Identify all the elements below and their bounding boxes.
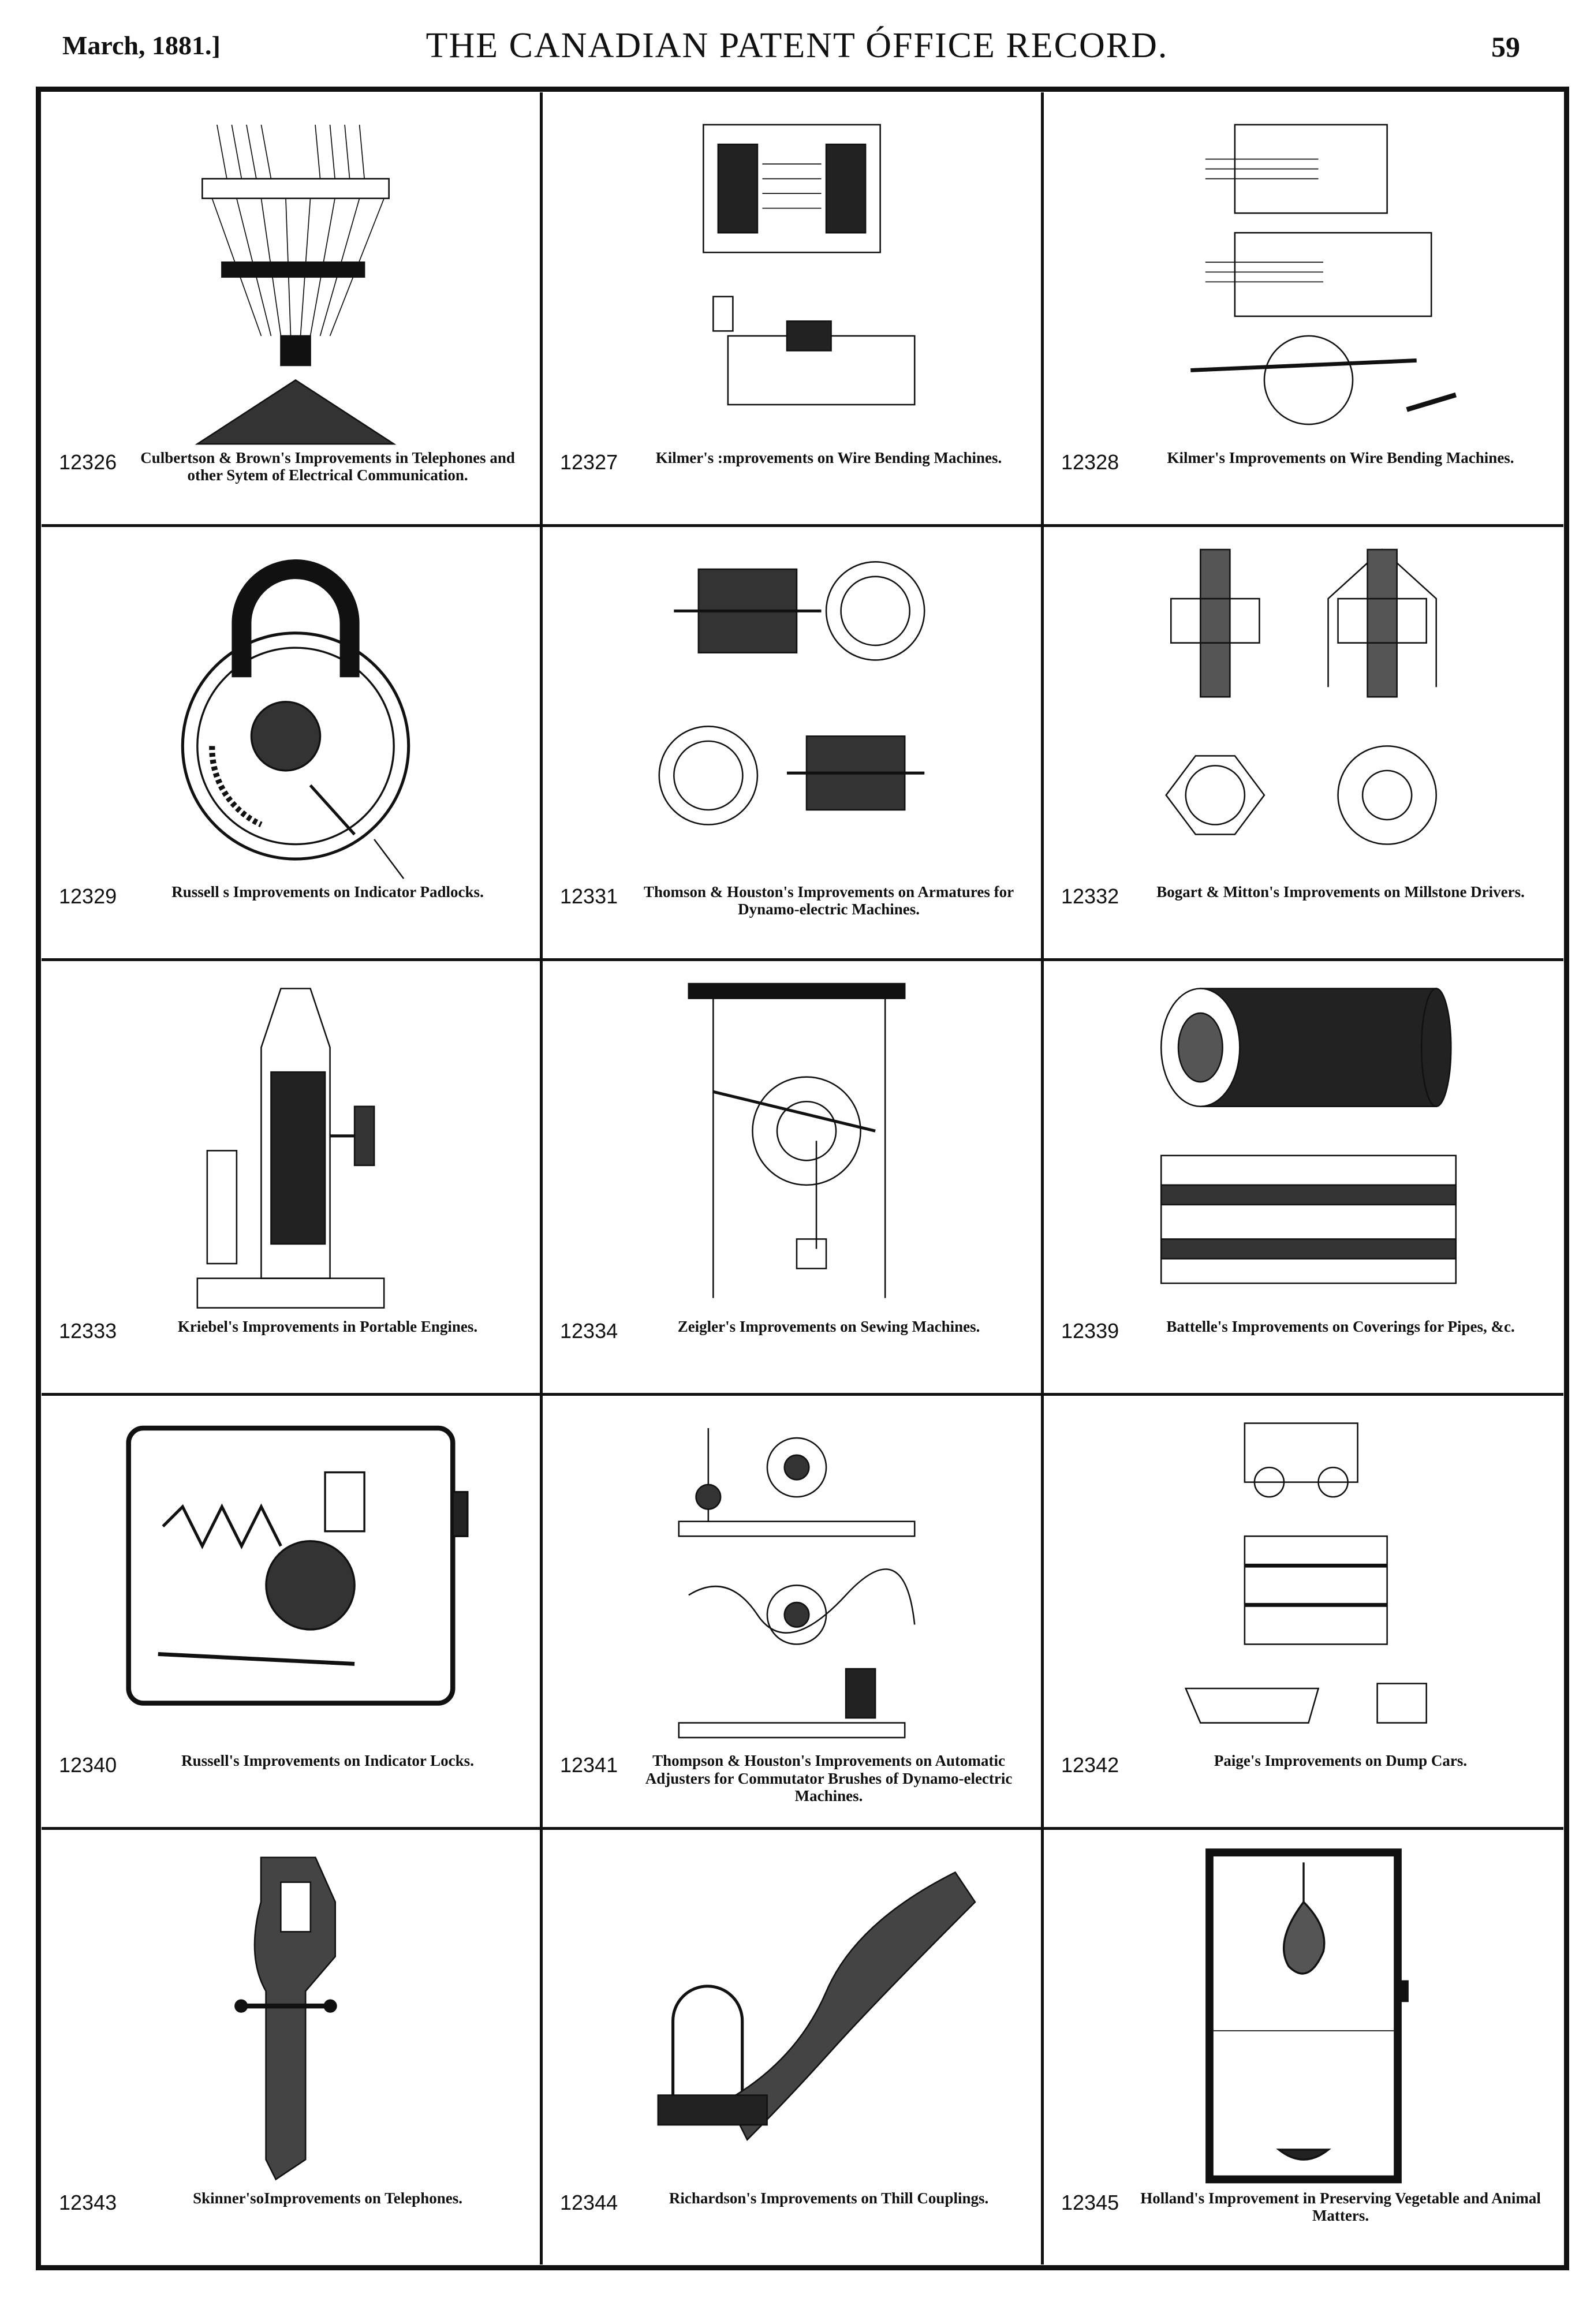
patent-number: 12326 (59, 450, 117, 474)
patent-description: Richardson's Improvements on Thill Coupl… (669, 2189, 989, 2207)
wire-bending-machine-drawing (566, 105, 1018, 449)
patent-cell-1: 12327 Kilmer's :mprovements on Wire Bend… (543, 92, 1044, 527)
indicator-lock-drawing (65, 1408, 517, 1753)
preserving-cabinet-drawing (1067, 1843, 1540, 2190)
patent-caption: 12334 Zeigler's Improvements on Sewing M… (560, 1318, 1024, 1381)
patent-caption: 12345 Holland's Improvement in Preservin… (1061, 2190, 1546, 2253)
patent-grid: 12326 Culbertson & Brown's Improvements … (42, 92, 1563, 2265)
patent-number: 12334 (560, 1318, 618, 1343)
patent-number: 12328 (1061, 450, 1119, 474)
wire-bending-machine-drawing (1067, 105, 1540, 449)
patent-caption: 12327 Kilmer's :mprovements on Wire Bend… (560, 449, 1024, 513)
patent-cell-12: 12343 Skinner'soImprovements on Telephon… (42, 1830, 543, 2265)
page-header: March, 1881.] THE CANADIAN PATENT ÓFFICE… (0, 0, 1594, 87)
patent-description: Holland's Improvement in Preserving Vege… (1140, 2189, 1541, 2225)
patent-description: Skinner'soImprovements on Telephones. (193, 2189, 462, 2207)
patent-description: Battelle's Improvements on Coverings for… (1166, 1317, 1515, 1335)
patent-description: Russell s Improvements on Indicator Padl… (171, 883, 484, 901)
patent-caption: 12341 Thompson & Houston's Improvements … (560, 1752, 1024, 1815)
issue-date: March, 1881.] (62, 31, 221, 60)
patent-description: Kilmer's :mprovements on Wire Bending Ma… (655, 449, 1002, 466)
patent-description: Thompson & Houston's Improvements on Aut… (645, 1752, 1013, 1804)
thill-coupling-drawing (566, 1843, 1018, 2190)
patent-number: 12333 (59, 1318, 117, 1343)
page-frame (36, 87, 1569, 2270)
patent-cell-11: 12342 Paige's Improvements on Dump Cars. (1044, 1396, 1563, 1830)
patent-caption: 12328 Kilmer's Improvements on Wire Bend… (1061, 449, 1546, 513)
patent-caption: 12329 Russell s Improvements on Indicato… (59, 883, 522, 947)
millstone-driver-drawing (1067, 540, 1540, 884)
patent-caption: 12333 Kriebel's Improvements in Portable… (59, 1318, 522, 1381)
patent-number: 12340 (59, 1753, 117, 1777)
patent-cell-0: 12326 Culbertson & Brown's Improvements … (42, 92, 543, 527)
patent-cell-14: 12345 Holland's Improvement in Preservin… (1044, 1830, 1563, 2265)
patent-number: 12332 (1061, 884, 1119, 909)
patent-description: Paige's Improvements on Dump Cars. (1214, 1752, 1468, 1770)
padlock-drawing (65, 540, 517, 884)
patent-number: 12341 (560, 1753, 618, 1777)
patent-caption: 12340 Russell's Improvements on Indicato… (59, 1752, 522, 1815)
patent-caption: 12343 Skinner'soImprovements on Telephon… (59, 2190, 522, 2253)
patent-number: 12339 (1061, 1318, 1119, 1343)
patent-cell-2: 12328 Kilmer's Improvements on Wire Bend… (1044, 92, 1563, 527)
sewing-machine-drawing (566, 974, 1018, 1318)
patent-cell-7: 12334 Zeigler's Improvements on Sewing M… (543, 961, 1044, 1396)
patent-cell-3: 12329 Russell s Improvements on Indicato… (42, 526, 543, 962)
patent-cell-9: 12340 Russell's Improvements on Indicato… (42, 1395, 543, 1830)
patent-caption: 12332 Bogart & Mitton's Improvements on … (1061, 883, 1546, 947)
patent-description: Russell's Improvements on Indicator Lock… (181, 1752, 474, 1770)
patent-description: Kilmer's Improvements on Wire Bending Ma… (1167, 449, 1514, 466)
portable-engine-drawing (65, 974, 517, 1318)
dump-car-drawing (1067, 1408, 1540, 1753)
patent-cell-4: 12331 Thomson & Houston's Improvements o… (543, 526, 1044, 962)
patent-cell-10: 12341 Thompson & Houston's Improvements … (543, 1395, 1044, 1830)
patent-caption: 12339 Battelle's Improvements on Coverin… (1061, 1318, 1546, 1381)
patent-caption: 12342 Paige's Improvements on Dump Cars. (1061, 1752, 1546, 1815)
patent-number: 12344 (560, 2190, 618, 2214)
pipe-covering-drawing (1067, 974, 1540, 1318)
armature-drawing (566, 540, 1018, 884)
telephone-switchboard-drawing (65, 105, 517, 449)
patent-cell-13: 12344 Richardson's Improvements on Thill… (543, 1830, 1044, 2265)
patent-description: Thomson & Houston's Improvements on Arma… (644, 883, 1014, 918)
journal-title: THE CANADIAN PATENT ÓFFICE RECORD. (425, 26, 1169, 65)
commutator-adjuster-drawing (566, 1408, 1018, 1753)
patent-caption: 12331 Thomson & Houston's Improvements o… (560, 883, 1024, 947)
patent-number: 12342 (1061, 1753, 1119, 1777)
patent-description: Kriebel's Improvements in Portable Engin… (177, 1317, 478, 1335)
patent-number: 12345 (1061, 2190, 1119, 2214)
patent-caption: 12326 Culbertson & Brown's Improvements … (59, 449, 522, 513)
patent-description: Zeigler's Improvements on Sewing Machine… (677, 1317, 980, 1335)
patent-description: Bogart & Mitton's Improvements on Millst… (1156, 883, 1525, 901)
patent-cell-5: 12332 Bogart & Mitton's Improvements on … (1044, 527, 1563, 962)
page-number: 59 (1491, 31, 1520, 63)
patent-cell-6: 12333 Kriebel's Improvements in Portable… (42, 961, 543, 1396)
telephone-drawing (65, 1843, 517, 2190)
patent-caption: 12344 Richardson's Improvements on Thill… (560, 2190, 1024, 2253)
patent-number: 12343 (59, 2190, 117, 2214)
patent-number: 12331 (560, 884, 618, 909)
patent-description: Culbertson & Brown's Improvements in Tel… (140, 449, 515, 484)
patent-cell-8: 12339 Battelle's Improvements on Coverin… (1044, 961, 1563, 1396)
patent-number: 12327 (560, 450, 618, 474)
patent-number: 12329 (59, 884, 117, 909)
